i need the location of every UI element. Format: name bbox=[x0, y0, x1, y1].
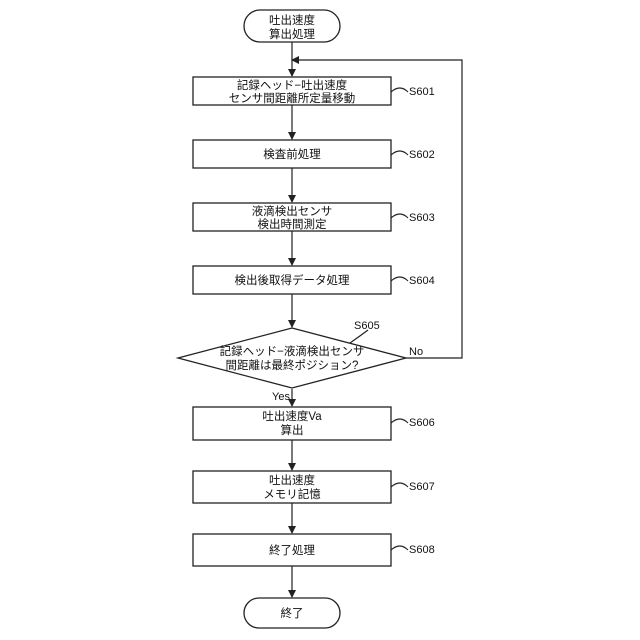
process-s607: 吐出速度 メモリ記憶 bbox=[193, 471, 391, 503]
s606-line-1: 吐出速度Va bbox=[262, 409, 322, 423]
s603-line-1: 液滴検出センサ bbox=[252, 204, 333, 218]
s603-line-2: 検出時間測定 bbox=[258, 217, 327, 231]
process-s603: 液滴検出センサ 検出時間測定 bbox=[193, 203, 391, 231]
start-line-2: 算出処理 bbox=[269, 27, 315, 41]
step-label-s605: S605 bbox=[354, 320, 380, 332]
process-s606: 吐出速度Va 算出 bbox=[193, 407, 391, 440]
s608-line-1: 終了処理 bbox=[269, 543, 315, 557]
s604-line-1: 検出後取得データ処理 bbox=[235, 273, 350, 287]
s608-leader bbox=[391, 546, 408, 550]
s602-leader bbox=[391, 151, 408, 155]
step-label-s603: S603 bbox=[409, 212, 435, 224]
s607-line-2: メモリ記憶 bbox=[263, 487, 321, 501]
step-label-s606: S606 bbox=[409, 417, 435, 429]
process-s601: 記録ヘッド−吐出速度 センサ間距離所定量移動 bbox=[193, 77, 391, 105]
s601-leader bbox=[391, 88, 408, 92]
s607-line-1: 吐出速度 bbox=[269, 473, 315, 487]
step-label-s607: S607 bbox=[409, 481, 435, 493]
s601-line-2: センサ間距離所定量移動 bbox=[229, 91, 356, 105]
start-line-1: 吐出速度 bbox=[269, 13, 315, 27]
s607-leader bbox=[391, 483, 408, 487]
start-terminal: 吐出速度 算出処理 bbox=[244, 10, 340, 42]
process-s604: 検出後取得データ処理 bbox=[193, 266, 391, 294]
process-s602: 検査前処理 bbox=[193, 140, 391, 168]
end-line-1: 終了 bbox=[281, 606, 304, 620]
step-label-s608: S608 bbox=[409, 544, 435, 556]
decision-yes-label: Yes bbox=[272, 391, 290, 403]
step-label-s602: S602 bbox=[409, 149, 435, 161]
decision-no-label: No bbox=[409, 346, 423, 358]
end-terminal: 終了 bbox=[244, 598, 340, 628]
s602-line-1: 検査前処理 bbox=[263, 147, 321, 161]
s605-line-2: 間距離は最終ポジション? bbox=[226, 358, 359, 372]
s606-line-2: 算出 bbox=[281, 423, 304, 437]
step-label-s601: S601 bbox=[409, 86, 435, 98]
s606-leader bbox=[391, 419, 408, 423]
s601-line-1: 記録ヘッド−吐出速度 bbox=[237, 78, 348, 92]
s603-leader bbox=[391, 214, 408, 218]
process-s608: 終了処理 bbox=[193, 534, 391, 566]
step-label-s604: S604 bbox=[409, 275, 435, 287]
s605-line-1: 記録ヘッド−液滴検出センサ bbox=[220, 344, 365, 358]
decision-s605: 記録ヘッド−液滴検出センサ 間距離は最終ポジション? bbox=[178, 328, 406, 388]
s604-leader bbox=[391, 277, 408, 281]
